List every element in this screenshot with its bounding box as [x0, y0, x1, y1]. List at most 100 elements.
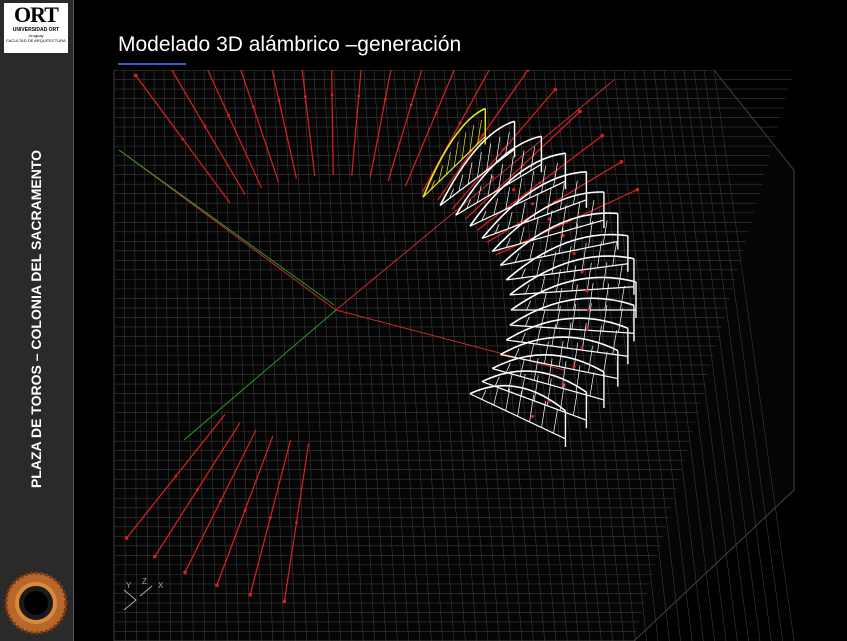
arch-lattice — [581, 323, 587, 351]
arch-lattice — [517, 178, 522, 204]
cad-viewport[interactable]: Y Z X — [74, 70, 847, 641]
arch-lattice — [541, 165, 546, 193]
arch-lattice — [559, 182, 565, 210]
arch-lattice — [525, 284, 530, 294]
radial-midpoint — [572, 251, 576, 256]
radial-endpoint — [124, 536, 129, 540]
arch-curve — [505, 233, 628, 281]
x-axis — [335, 79, 615, 311]
university-logo: ORT UNIVERSIDAD ORT Uruguay FACULTAD DE … — [4, 3, 68, 53]
arch-lattice — [546, 187, 552, 215]
arch-curve — [455, 135, 542, 216]
arch-frames — [422, 107, 637, 447]
arch-lattice — [529, 171, 534, 199]
grid-line — [663, 70, 738, 641]
radial-endpoint — [282, 599, 287, 604]
radial-midpoint — [251, 105, 255, 109]
arch-lattice — [589, 199, 595, 225]
arch-frame — [422, 107, 486, 198]
arch-frame — [505, 233, 629, 281]
arch-lattice — [561, 204, 567, 232]
radial-midpoint — [547, 217, 551, 221]
radial-endpoint — [133, 73, 138, 78]
arch-lattice — [519, 359, 525, 377]
arch-lattice — [541, 401, 546, 428]
arch-lattice — [571, 303, 577, 330]
arch-lattice — [493, 198, 499, 216]
logo-line-1: UNIVERSIDAD ORT — [12, 27, 60, 33]
arch-lattice — [514, 348, 520, 358]
bullring-seal-icon — [4, 571, 68, 635]
arch-lattice — [558, 341, 564, 367]
arch-lattice — [466, 199, 471, 210]
radial-midpoint — [538, 181, 542, 185]
title-underline — [118, 63, 186, 65]
arch-lattice — [493, 388, 499, 406]
radial-endpoint — [248, 593, 252, 597]
arch-lattice — [508, 156, 514, 184]
grid-line — [693, 70, 772, 641]
arch-lattice — [467, 162, 473, 185]
radial-midpoint — [572, 364, 576, 369]
arch-lattice — [571, 265, 577, 291]
radial-midpoint — [502, 147, 506, 151]
arch-lattice — [495, 136, 501, 164]
arch-lattice — [514, 252, 520, 263]
radial-midpoint — [268, 516, 272, 520]
arch-lattice — [573, 284, 578, 311]
radial-midpoint — [434, 111, 438, 115]
arch-lattice — [449, 189, 454, 199]
arch-lattice — [604, 283, 610, 311]
world-axes — [118, 79, 615, 441]
radial-midpoint — [580, 270, 584, 274]
logo-mark: ORT — [14, 2, 59, 27]
arch-frame — [469, 152, 567, 227]
arch-lattice — [533, 375, 539, 401]
arch-lattice — [521, 268, 526, 279]
arch-curve — [491, 354, 605, 373]
radial-midpoint — [531, 414, 535, 418]
arch-curve — [491, 191, 604, 253]
vertical-title: PLAZA DE TOROS – COLONIA DEL SACRAMENTO — [28, 149, 44, 489]
arch-lattice — [536, 327, 542, 345]
arch-lattice — [481, 211, 487, 221]
arch-lattice — [505, 187, 511, 210]
arch-lattice — [597, 325, 602, 353]
arch-lattice — [529, 242, 535, 260]
logo-line-2: Uruguay — [28, 33, 44, 38]
radial-midpoint — [383, 97, 387, 101]
arch-lattice — [597, 241, 602, 268]
arch-lattice — [453, 141, 459, 167]
arch-lattice — [588, 346, 593, 373]
arch-lattice — [547, 210, 553, 236]
arch-lattice — [589, 371, 595, 397]
arch-curve — [509, 255, 635, 296]
arch-lattice — [438, 165, 443, 183]
arch-lattice — [430, 180, 436, 190]
arch-lattice — [505, 362, 511, 373]
radial-endpoint — [578, 109, 582, 114]
arch-lattice — [530, 146, 536, 171]
grid-line — [653, 70, 727, 641]
arch-lattice — [553, 162, 558, 187]
arch-frame — [491, 191, 605, 253]
arch-curve — [499, 212, 618, 266]
arch-lattice — [547, 358, 553, 385]
arch-frame — [439, 120, 516, 207]
grid-line — [683, 70, 761, 641]
arch-lattice — [566, 246, 572, 272]
arch-lattice — [525, 316, 530, 327]
arch-lattice — [520, 373, 526, 397]
ucs-label-z: Z — [142, 577, 147, 586]
arch-curve — [481, 370, 587, 393]
arch-lattice — [612, 241, 618, 266]
arch-frame — [509, 297, 635, 342]
radial-midpoint — [219, 499, 222, 503]
arch-lattice — [557, 287, 563, 311]
grid-line — [713, 70, 795, 641]
arch-frame — [491, 354, 605, 408]
arch-lattice — [529, 343, 535, 361]
arch-curve — [510, 276, 637, 311]
grid-line — [613, 70, 681, 641]
arch-lattice — [618, 263, 623, 288]
